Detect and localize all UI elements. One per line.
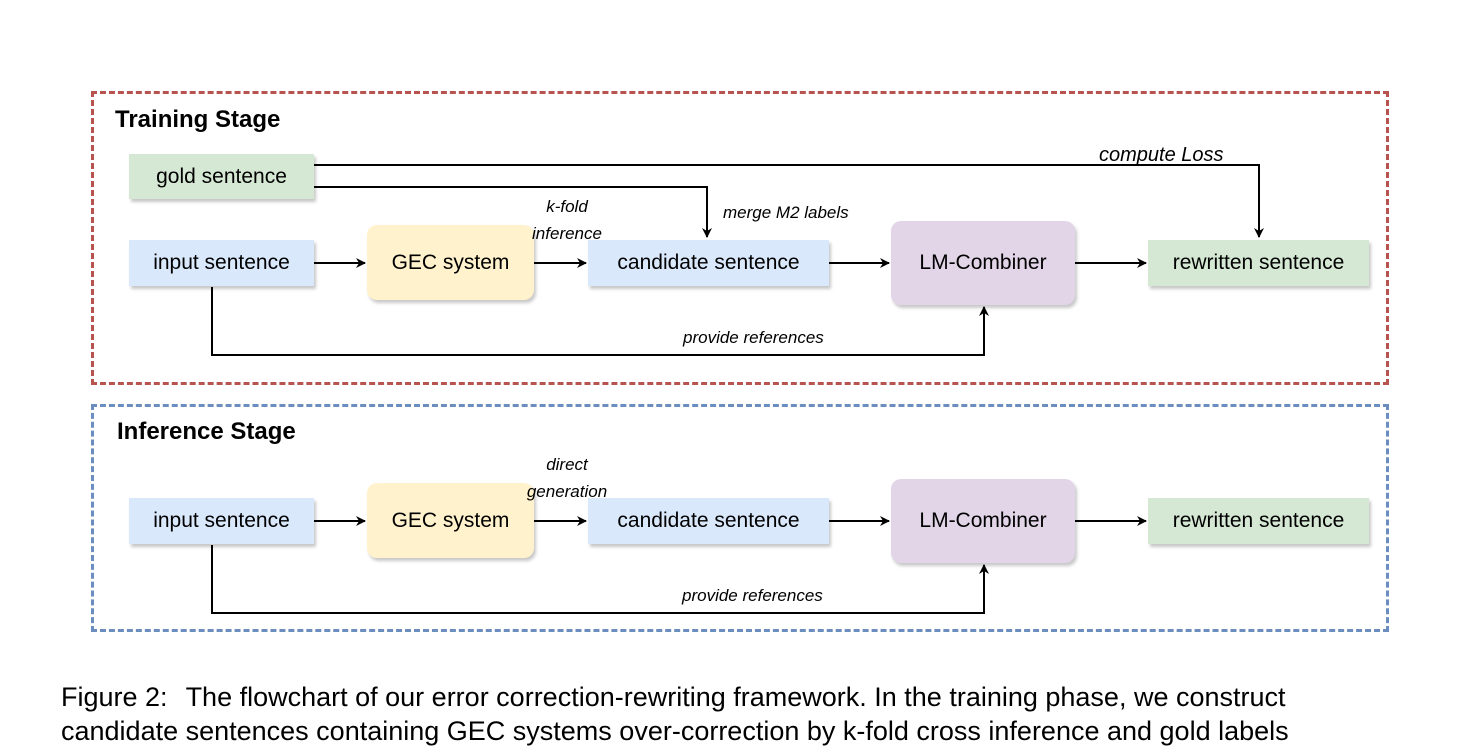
edge-gold-to-candidate <box>314 186 712 238</box>
direct-label-line-2: generation <box>526 482 608 501</box>
training-stage-frame <box>91 91 1389 385</box>
merge-m2-labels-label: merge M2 labels <box>723 203 849 222</box>
flow-connectors <box>211 164 1264 614</box>
edge-input-to-lm-train <box>211 287 989 356</box>
direct-label-line-1: direct <box>546 455 588 474</box>
kfold-label-line-1: k-fold <box>546 197 588 216</box>
kfold-inference-label: k-fold inference <box>517 193 617 247</box>
lm-combiner-node-train: LM-Combiner <box>891 221 1075 305</box>
rewritten-sentence-node-infer: rewritten sentence <box>1148 498 1369 544</box>
caption-line-1: Figure 2: The flowchart of our error corr… <box>61 680 1431 714</box>
caption-line-1-text: The flowchart of our error correction-re… <box>185 682 1286 712</box>
compute-loss-label: compute Loss <box>1099 144 1224 166</box>
edge-gold-to-rewritten <box>314 164 1264 238</box>
caption-line-2: candidate sentences containing GEC syste… <box>61 716 1289 746</box>
provide-references-label-infer: provide references <box>682 586 823 605</box>
figure-caption: Figure 2: The flowchart of our error corr… <box>61 680 1431 748</box>
rewritten-sentence-node-train: rewritten sentence <box>1148 240 1369 286</box>
candidate-sentence-node-train: candidate sentence <box>588 240 829 286</box>
lm-combiner-node-infer: LM-Combiner <box>891 479 1075 563</box>
inference-stage-frame <box>91 404 1389 632</box>
caption-figure-label: Figure 2: <box>61 682 168 712</box>
input-sentence-node-infer: input sentence <box>129 498 314 544</box>
input-sentence-node-train: input sentence <box>129 240 314 286</box>
training-stage-title: Training Stage <box>115 106 281 133</box>
candidate-sentence-node-infer: candidate sentence <box>588 498 829 544</box>
direct-generation-label: direct generation <box>507 451 627 505</box>
edge-input-to-lm-infer <box>211 545 989 614</box>
gec-system-node-infer: GEC system <box>367 483 534 558</box>
kfold-label-line-2: inference <box>532 224 602 243</box>
inference-stage-title: Inference Stage <box>117 418 296 445</box>
gold-sentence-node: gold sentence <box>129 154 314 199</box>
gec-system-node-train: GEC system <box>367 225 534 300</box>
provide-references-label-train: provide references <box>683 328 824 347</box>
